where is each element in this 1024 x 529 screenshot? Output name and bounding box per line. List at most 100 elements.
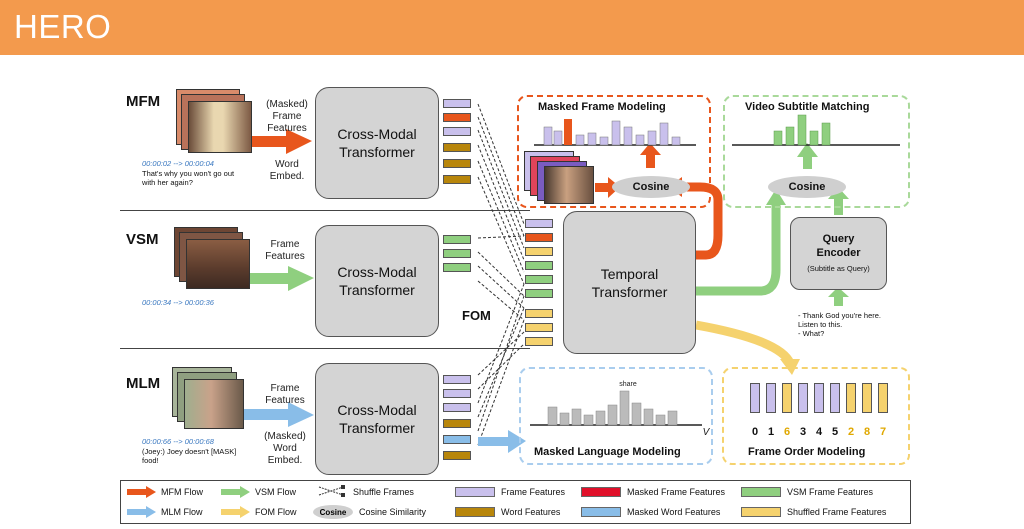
legend: MFM Flow VSM Flow Shuffle Frames Frame F…: [120, 480, 911, 524]
mfm-subtitle-line: with her again?: [142, 178, 193, 187]
legend-fom-flow-icon: [221, 506, 250, 518]
mlm-vocab-axis-label: V: [702, 427, 710, 438]
masked-word-feature: [443, 435, 471, 444]
mfm-timestamp: 00:00:02 --> 00:00:04: [142, 159, 214, 168]
mfm-cosine-node: Cosine: [612, 176, 690, 198]
fom-order-digit: 4: [816, 426, 823, 438]
vsm-frame-feature: [443, 235, 471, 244]
word-feature: [443, 451, 471, 460]
shuffled-frame-feature: [525, 337, 553, 346]
diagram-slide: MFM VSM MLM 00:00:02 --> 00:00:04 That's…: [0, 55, 1024, 529]
shuffled-frame-feature: [525, 309, 553, 318]
vsm-frame-feature: [525, 275, 553, 284]
video-subtitle-matching-title: Video Subtitle Matching: [745, 101, 870, 113]
query-subtitle-line: Listen to this.: [798, 320, 843, 329]
legend-shuffled-frame-features: Shuffled Frame Features: [787, 507, 887, 517]
legend-vsm-flow-icon: [221, 486, 250, 498]
legend-vsm-frame-features: VSM Frame Features: [787, 487, 874, 497]
mlm-task-label: MLM: [126, 375, 161, 392]
masked-frame-feature: [525, 233, 553, 242]
fom-frame-bar: [766, 383, 776, 413]
fom-frame-bar: [750, 383, 760, 413]
frame-feature: [443, 403, 471, 412]
legend-shuffled-frame-swatch: [741, 507, 781, 517]
frame-feature: [443, 389, 471, 398]
shuffled-frame-feature: [525, 247, 553, 256]
legend-vsm-flow: VSM Flow: [255, 487, 297, 497]
fom-frame-bar: [782, 383, 792, 413]
header-bar: HERO: [0, 0, 1024, 55]
legend-vsm-frame-swatch: [741, 487, 781, 497]
vsm-score-chart: [732, 114, 900, 146]
fom-order-digit: 0: [752, 426, 759, 438]
frame-order-modeling-box: [722, 367, 910, 465]
mlm-word-chart: [530, 390, 702, 426]
fom-frame-bar: [846, 383, 856, 413]
fom-order-digit: 7: [880, 426, 887, 438]
page-title: HERO: [14, 8, 112, 45]
legend-masked-frame-swatch: [581, 487, 621, 497]
legend-masked-word-features: Masked Word Features: [627, 507, 721, 517]
legend-word-swatch: [455, 507, 495, 517]
fom-order-digit: 5: [832, 426, 839, 438]
query-subtitle-line: - What?: [798, 329, 825, 338]
video-subtitle-matching-box: [723, 95, 910, 208]
shuffled-frame-feature: [525, 323, 553, 332]
mfm-subtitle-line: That's why you won't go out: [142, 169, 235, 178]
fom-frame-bar: [878, 383, 888, 413]
fom-frame-bar: [814, 383, 824, 413]
mlm-subtitle-line: (Joey:) Joey doesn't [MASK]: [142, 447, 237, 456]
fom-order-digit: 6: [784, 426, 791, 438]
masked-frame-feature: [443, 113, 471, 122]
word-feature: [443, 143, 471, 152]
vsm-frame-feature: [443, 249, 471, 258]
frame-feature: [443, 127, 471, 136]
masked-frame-modeling-box: [517, 95, 711, 208]
legend-frame-swatch: [455, 487, 495, 497]
word-feature: [443, 159, 471, 168]
query-encoder: Query Encoder (Subtitle as Query): [790, 217, 887, 290]
masked-frame-modeling-title: Masked Frame Modeling: [538, 101, 666, 113]
masked-language-modeling-box: [519, 367, 713, 465]
query-subtitle-line: - Thank God you're here.: [798, 311, 882, 320]
frame-order-modeling-title: Frame Order Modeling: [748, 446, 866, 458]
legend-shuffle-frames: Shuffle Frames: [353, 487, 414, 497]
mlm-subtitle-line: food!: [142, 456, 159, 465]
legend-cosine-badge: Cosine: [313, 505, 353, 519]
legend-masked-word-swatch: [581, 507, 621, 517]
mfm-feature-chart: [534, 119, 696, 146]
fom-frame-bar: [798, 383, 808, 413]
vsm-cosine-node: Cosine: [768, 176, 846, 198]
vsm-frame-feature: [525, 289, 553, 298]
fom-order-digit: 8: [864, 426, 871, 438]
mlm-predicted-word: share: [619, 381, 637, 388]
legend-cosine-similarity: Cosine Similarity: [359, 507, 427, 517]
legend-fom-flow: FOM Flow: [255, 507, 297, 517]
fom-frame-bar: [862, 383, 872, 413]
legend-mlm-flow: MLM Flow: [161, 507, 203, 517]
fom-order-digit: 2: [848, 426, 855, 438]
vsm-task-label: VSM: [126, 231, 159, 248]
mlm-video-frame: [184, 379, 244, 429]
legend-word-features: Word Features: [501, 507, 561, 517]
mlm-timestamp: 00:00:66 --> 00:00:68: [142, 437, 214, 446]
fom-frame-bar: [830, 383, 840, 413]
legend-frame-features: Frame Features: [501, 487, 566, 497]
legend-mlm-flow-icon: [127, 506, 156, 518]
frame-feature: [443, 375, 471, 384]
vsm-frame-feature: [443, 263, 471, 272]
shuffle-icon: [318, 485, 345, 497]
fom-label: FOM: [462, 308, 491, 323]
word-feature: [443, 175, 471, 184]
word-feature: [443, 419, 471, 428]
fom-order-digit: 3: [800, 426, 807, 438]
frame-feature: [443, 99, 471, 108]
